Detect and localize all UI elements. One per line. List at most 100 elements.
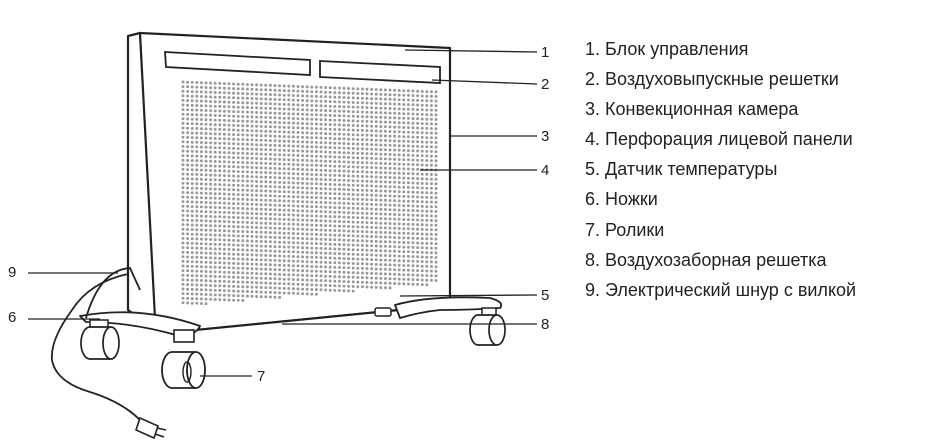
perforation-dot bbox=[301, 260, 305, 263]
perforation-dot bbox=[333, 265, 337, 269]
perforation-dot bbox=[255, 143, 259, 147]
perforation-dot bbox=[365, 165, 369, 169]
perforation-dot bbox=[342, 261, 346, 265]
perforation-dot bbox=[204, 99, 208, 103]
perforation-dot bbox=[301, 200, 305, 204]
perforation-dot bbox=[291, 195, 295, 199]
perforation-dot bbox=[222, 289, 226, 293]
perforation-dot bbox=[393, 139, 397, 143]
perforation-dot bbox=[319, 251, 323, 255]
perforation-dot bbox=[360, 128, 364, 132]
perforation-dot bbox=[195, 269, 199, 273]
perforation-dot bbox=[199, 108, 203, 112]
perforation-dot bbox=[416, 98, 420, 102]
perforation-dot bbox=[370, 106, 374, 110]
perforation-dot bbox=[416, 241, 420, 245]
perforation-dot bbox=[255, 129, 259, 133]
perforation-dot bbox=[209, 141, 213, 145]
perforation-dot bbox=[250, 258, 254, 261]
perforation-dot bbox=[406, 149, 410, 153]
perforation-dot bbox=[213, 210, 217, 214]
perforation-dot bbox=[199, 113, 203, 117]
perforation-dot bbox=[388, 286, 392, 290]
perforation-dot bbox=[383, 143, 387, 147]
perforation-dot bbox=[388, 199, 392, 202]
perforation-dot bbox=[213, 114, 217, 117]
perforation-dot bbox=[429, 260, 433, 264]
perforation-dot bbox=[291, 273, 295, 277]
perforation-dot bbox=[181, 250, 185, 254]
perforation-dot bbox=[218, 81, 222, 85]
perforation-dot bbox=[287, 236, 291, 240]
perforation-dot bbox=[209, 215, 213, 218]
perforation-dot bbox=[273, 93, 277, 97]
perforation-dot bbox=[264, 125, 268, 129]
perforation-dot bbox=[416, 167, 420, 171]
perforation-dot bbox=[213, 187, 217, 191]
perforation-dot bbox=[370, 92, 374, 96]
perforation-dot bbox=[259, 295, 263, 299]
perforation-dot bbox=[324, 288, 328, 292]
perforation-dot bbox=[273, 212, 277, 216]
perforation-dot bbox=[416, 190, 420, 194]
perforation-dot bbox=[337, 252, 341, 256]
perforation-dot bbox=[305, 117, 309, 121]
perforation-dot bbox=[199, 85, 203, 89]
perforation-dot bbox=[310, 108, 314, 112]
perforation-dot bbox=[360, 211, 364, 215]
perforation-dot bbox=[347, 123, 351, 127]
perforation-dot bbox=[360, 262, 364, 266]
perforation-dot bbox=[333, 150, 337, 154]
perforation-dot bbox=[416, 140, 420, 144]
perforation-dot bbox=[181, 177, 185, 181]
perforation-dot bbox=[324, 109, 328, 113]
perforation-dot bbox=[190, 90, 194, 94]
perforation-dot bbox=[278, 180, 282, 184]
perforation-dot bbox=[425, 145, 429, 149]
perforation-dot bbox=[314, 108, 318, 112]
perforation-dot bbox=[190, 94, 194, 98]
perforation-dot bbox=[291, 291, 295, 295]
perforation-dot bbox=[268, 189, 272, 193]
perforation-dot bbox=[305, 278, 309, 282]
perforation-dot bbox=[314, 223, 318, 227]
perforation-dot bbox=[379, 281, 383, 285]
perforation-dot bbox=[296, 177, 300, 180]
perforation-dot bbox=[186, 287, 190, 291]
perforation-dot bbox=[402, 130, 406, 134]
perforation-dot bbox=[222, 178, 226, 182]
perforation-dot bbox=[420, 117, 424, 121]
perforation-dot bbox=[388, 171, 392, 175]
perforation-dot bbox=[434, 251, 438, 255]
perforation-dot bbox=[259, 230, 263, 234]
perforation-dot bbox=[411, 144, 415, 148]
perforation-dot bbox=[199, 242, 203, 246]
perforation-dot bbox=[181, 278, 185, 282]
perforation-dot bbox=[195, 283, 199, 287]
perforation-dot bbox=[264, 230, 268, 234]
perforation-dot bbox=[310, 223, 314, 227]
perforation-dot bbox=[291, 117, 295, 120]
perforation-dot bbox=[232, 100, 236, 104]
perforation-dot bbox=[360, 193, 364, 197]
perforation-dot bbox=[273, 263, 277, 267]
perforation-dot bbox=[209, 210, 213, 214]
perforation-dot bbox=[218, 206, 222, 210]
perforation-dot bbox=[301, 292, 305, 296]
perforation-dot bbox=[241, 234, 245, 238]
perforation-dot bbox=[310, 159, 314, 163]
perforation-dot bbox=[420, 186, 424, 190]
perforation-dot bbox=[282, 112, 286, 116]
perforation-dot bbox=[186, 218, 190, 222]
perforation-dot bbox=[333, 141, 337, 145]
perforation-dot bbox=[209, 297, 213, 301]
perforation-dot bbox=[250, 161, 254, 165]
perforation-dot bbox=[411, 126, 415, 130]
perforation-dot bbox=[291, 287, 295, 291]
perforation-dot bbox=[273, 148, 277, 152]
perforation-dot bbox=[429, 228, 433, 232]
caster-right bbox=[469, 307, 506, 346]
perforation-dot bbox=[199, 297, 203, 301]
perforation-dot bbox=[319, 127, 323, 131]
perforation-dot bbox=[255, 175, 259, 179]
